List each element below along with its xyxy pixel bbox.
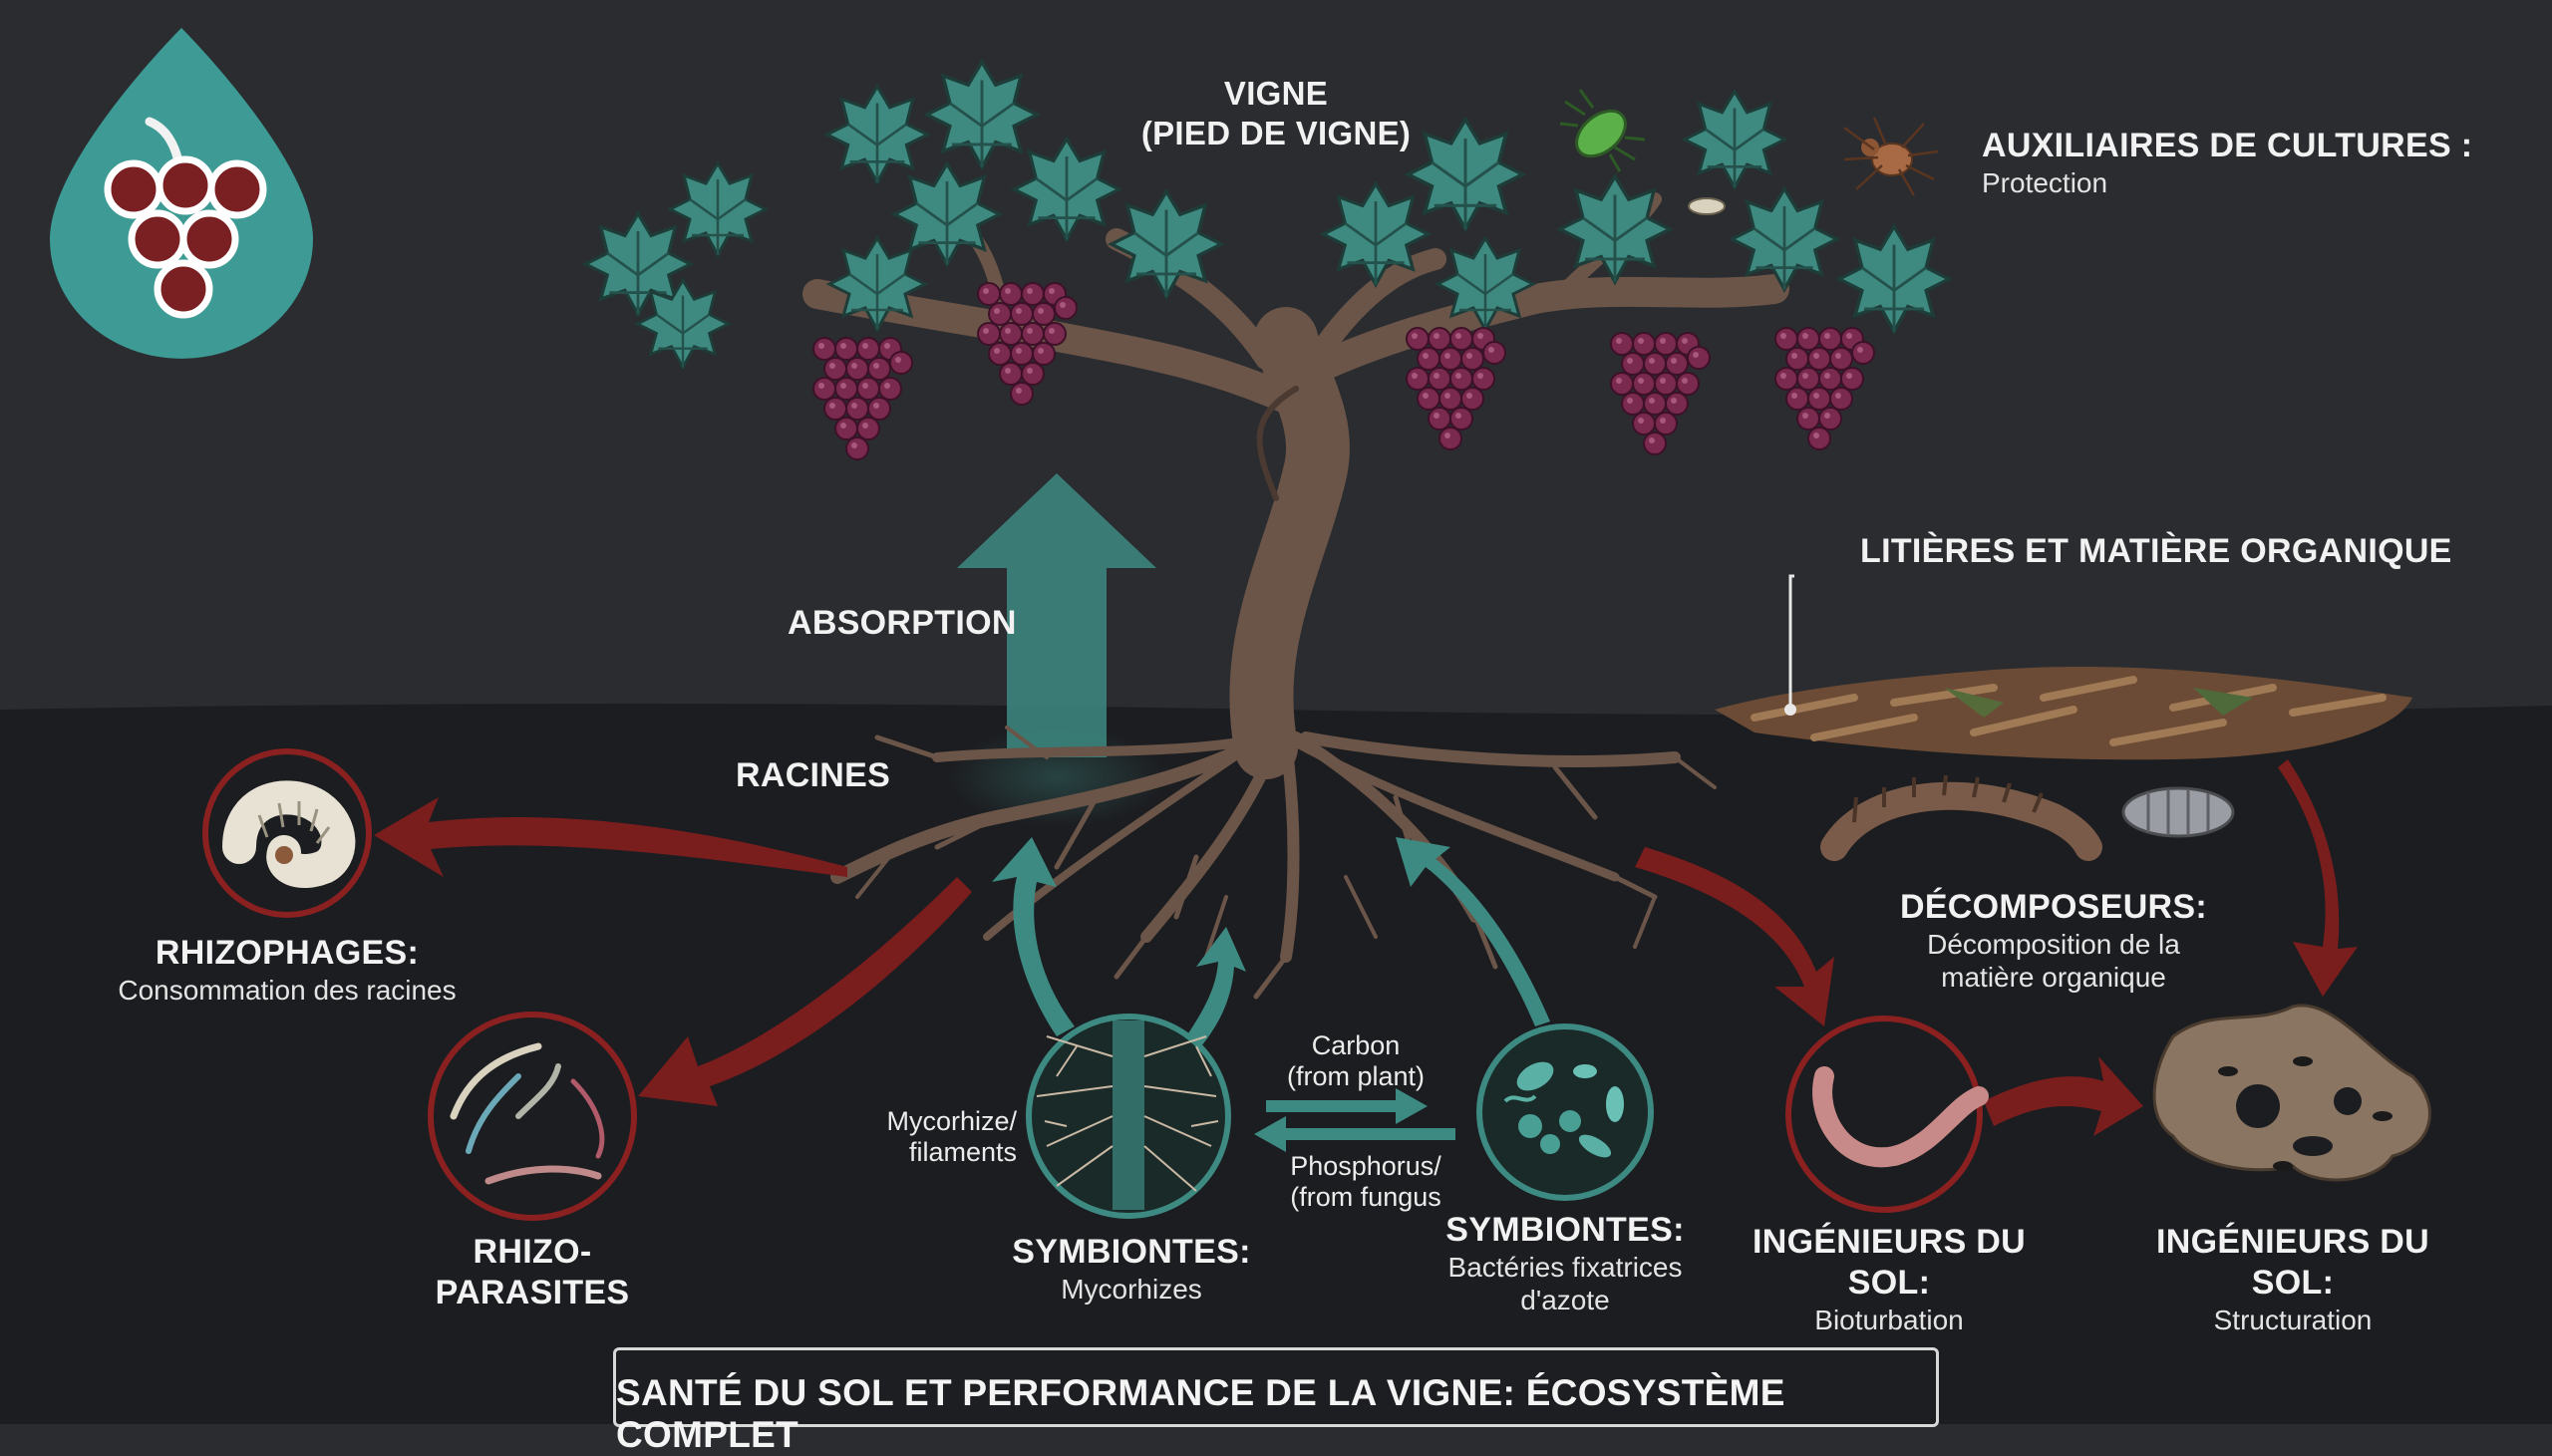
teal-flow-arrows (992, 837, 1550, 1152)
decomposeurs-sub1: Décomposition de la (1927, 928, 2180, 960)
woodlouse-icon (2121, 786, 2235, 838)
ing-struct-title: INGÉNIEURS DU SOL: (2155, 1223, 2430, 1302)
arrow-myco-to-roots-right (1186, 927, 1246, 1046)
carbon-line2: (from plant) (1286, 1061, 1426, 1092)
auxiliaires-label: AUXILIAIRES DE CULTURES : Protection (1982, 126, 2472, 199)
carbon-line1: Carbon (1311, 1030, 1401, 1060)
ing-struct-sub: Structuration (2213, 1304, 2373, 1335)
ingenieurs-structuration-label: INGÉNIEURS DU SOL: Structuration (2113, 1222, 2472, 1336)
racines-label: RACINES (736, 756, 891, 794)
mycorhize-line2: filaments (908, 1137, 1017, 1168)
mycorhize-line1: Mycorhize/ (886, 1106, 1017, 1136)
phosphorus-line2: (from fungus (1290, 1182, 1441, 1213)
rhizophages-label: RHIZOPHAGES: Consommation des racines (88, 933, 486, 1007)
rhizoparasites-title: RHIZO-PARASITES (435, 1233, 630, 1311)
ecosystem-diagram (0, 28, 2552, 1424)
phosphorus-line1: Phosphorus/ (1290, 1151, 1441, 1181)
arrow-to-bioturbation (1635, 847, 1834, 1026)
ing-bio-sub: Bioturbation (1814, 1304, 1964, 1335)
millipede-icon (1820, 774, 2102, 861)
symb-myco-sub: Mycorhizes (1061, 1273, 1202, 1305)
grape-drop-logo-icon (50, 28, 313, 359)
soil-aggregate-icon (2152, 1004, 2431, 1182)
arrow-myco-to-roots-left (992, 837, 1075, 1036)
ing-bio-title: INGÉNIEURS DU SOL: (1752, 1223, 2027, 1302)
symb-bact-sub2: d'azote (1520, 1285, 1610, 1316)
rhizoparasite-circle (428, 1012, 637, 1221)
litieres-title: LITIÈRES ET MATIÈRE ORGANIQUE (1860, 532, 2452, 570)
auxiliaires-sub: Protection (1982, 166, 2108, 198)
beetle-icon (1559, 89, 1646, 172)
litter-pointer-line (1788, 574, 1794, 708)
arrow-bioturbation-to-structuration (1984, 1056, 2143, 1136)
earthworm-circle (1785, 1016, 1989, 1213)
spider-icon (1843, 117, 1939, 196)
vine-label-line1: VIGNE (1223, 75, 1329, 112)
mycorhize-filaments-label: Mycorhize/ filaments (837, 1106, 1017, 1168)
decomposeurs-sub2: matière organique (1941, 962, 2166, 994)
arrow-litter-to-structuration (2278, 759, 2358, 997)
ingenieurs-bioturbation-label: INGÉNIEURS DU SOL: Bioturbation (1715, 1222, 2064, 1336)
red-flow-arrows (374, 759, 2358, 1136)
carbon-arrow (1266, 1088, 1428, 1124)
symb-myco-title: SYMBIONTES: (1012, 1233, 1251, 1271)
absorption-label: ABSORPTION (788, 604, 1017, 642)
larva-icon (1688, 197, 1726, 215)
bacteria-circle (1476, 1023, 1654, 1201)
rhizophages-title: RHIZOPHAGES: (155, 934, 420, 972)
arrow-bact-to-roots (1396, 837, 1550, 1026)
leaf-litter (1715, 667, 2412, 760)
symb-bact-sub1: Bactéries fixatrices (1447, 1251, 1683, 1283)
phosphorus-arrow (1254, 1116, 1455, 1152)
page-title-banner: SANTÉ DU SOL ET PERFORMANCE DE LA VIGNE:… (613, 1347, 1939, 1455)
vine-label-line2: (PIED DE VIGNE) (1140, 114, 1412, 151)
soil-area (0, 704, 2552, 1424)
phosphorus-label: Phosphorus/ (from fungus (1266, 1151, 1465, 1213)
symbiontes-mycorhizes-label: SYMBIONTES: Mycorhizes (977, 1232, 1286, 1306)
arrow-to-rhizoparasites (638, 877, 972, 1106)
mycorhize-circle (1026, 1014, 1231, 1219)
decomposeurs-label: DÉCOMPOSEURS: Décomposition de la matièr… (1874, 887, 2233, 995)
auxiliaires-title: AUXILIAIRES DE CULTURES : (1982, 127, 2473, 164)
decomposeurs-title: DÉCOMPOSEURS: (1899, 888, 2208, 926)
rhizophages-sub: Consommation des racines (118, 974, 457, 1006)
symb-bact-title: SYMBIONTES: (1445, 1211, 1685, 1249)
vine-label: VIGNE (PIED DE VIGNE) (1136, 74, 1416, 152)
rhizophage-circle (202, 748, 372, 918)
carbon-label: Carbon (from plant) (1266, 1030, 1445, 1092)
symbiontes-bacteries-label: SYMBIONTES: Bactéries fixatrices d'azote (1406, 1210, 1725, 1317)
arrow-to-rhizophages (374, 797, 847, 877)
